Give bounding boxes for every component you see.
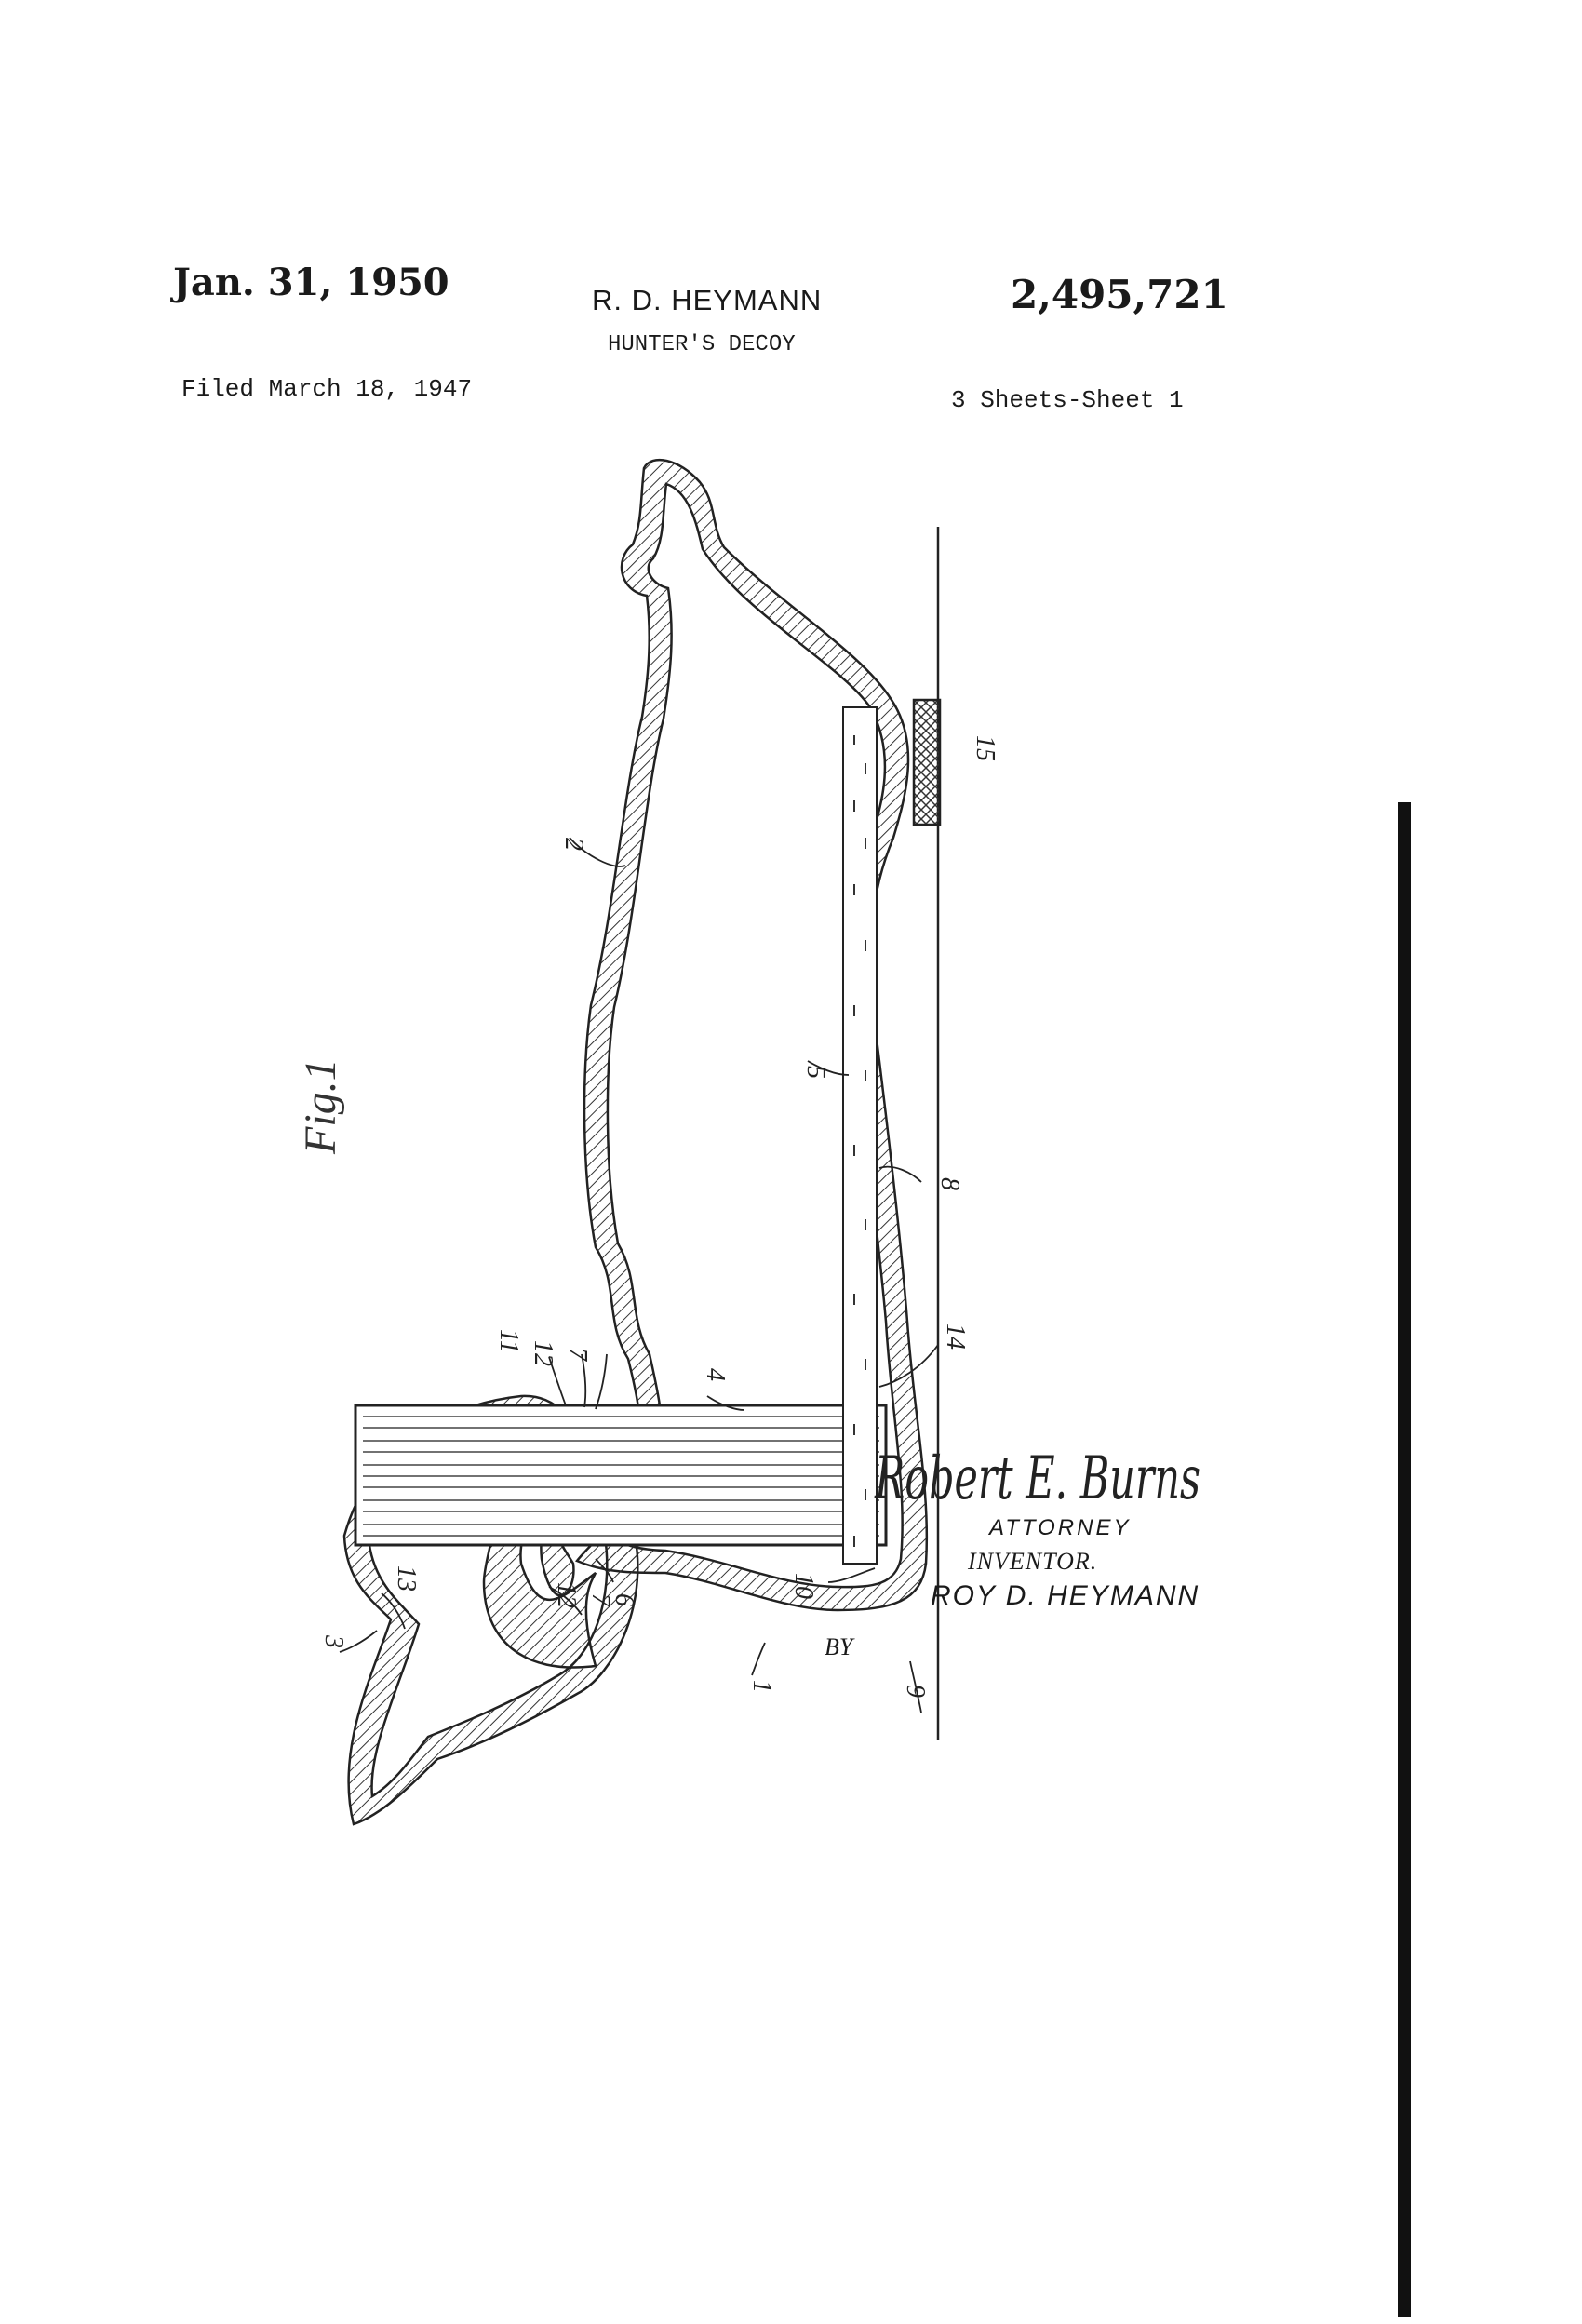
ref-numeral-9: 9: [901, 1685, 930, 1698]
ref-numeral-12a: 12: [529, 1340, 557, 1366]
ref-numeral-1: 1: [747, 1680, 776, 1693]
ref-numeral-8: 8: [935, 1177, 964, 1190]
patent-date: Jan. 31, 1950: [173, 261, 449, 304]
weight-block: [912, 698, 942, 826]
tube-grain-lines: [363, 1416, 879, 1537]
inventor-name-signature: ROY D. HEYMANN: [931, 1580, 1200, 1611]
inventor-label: INVENTOR.: [968, 1548, 1098, 1575]
ballast-dashes: [853, 735, 866, 1547]
ref-numeral-11: 11: [494, 1329, 523, 1353]
inventor-name-header: R. D. HEYMANN: [592, 284, 823, 316]
sheet-count: 3 Sheets-Sheet 1: [951, 386, 1184, 414]
support-tube: [354, 1404, 888, 1547]
patent-title: HUNTER'S DECOY: [608, 332, 796, 357]
ref-numeral-7b: 7: [586, 1593, 615, 1607]
by-label: BY: [825, 1633, 853, 1660]
ref-numeral-3: 3: [319, 1634, 348, 1648]
figure-label: Fig.1: [296, 1058, 345, 1155]
ref-numeral-12b: 12: [552, 1582, 581, 1608]
ref-numeral-14: 14: [941, 1323, 970, 1350]
leader-lines: [339, 837, 939, 1713]
ref-numeral-2: 2: [559, 838, 588, 851]
ref-numeral-7a: 7: [563, 1348, 592, 1362]
ref-numeral-6: 6: [610, 1593, 638, 1606]
ref-numeral-15: 15: [971, 735, 999, 761]
attorney-label: ATTORNEY: [989, 1515, 1132, 1540]
ref-numeral-4: 4: [701, 1368, 730, 1381]
reference-numerals: 2 5 8 14 15 4 11 12 7 13 3 12 7 6 10 1 9: [319, 735, 999, 1698]
ballast-layer: [842, 706, 878, 1565]
attorney-signature: Robert E. Burns: [874, 1444, 1200, 1513]
ref-numeral-10: 10: [789, 1573, 818, 1599]
patent-number: 2,495,721: [1011, 272, 1228, 317]
ref-numeral-5: 5: [801, 1066, 830, 1079]
sheet-edge-bar: [1398, 802, 1411, 2317]
filed-date: Filed March 18, 1947: [181, 375, 473, 403]
ref-numeral-13: 13: [392, 1565, 421, 1592]
